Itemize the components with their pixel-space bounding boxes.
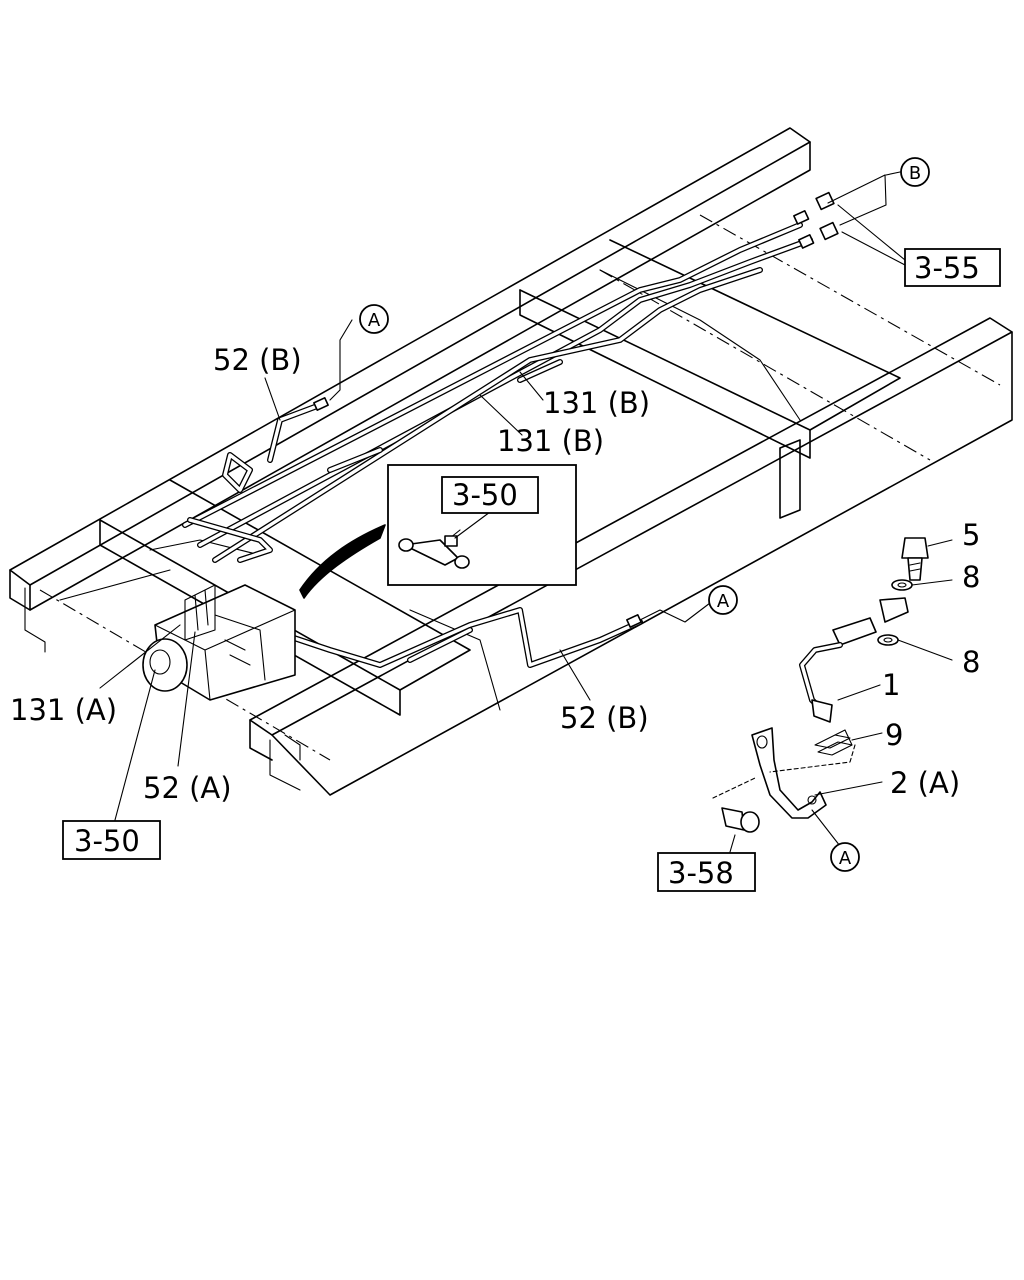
callouts: 5 8 8 1 9 2 (A) 52 (B) 52 (B) 52 (A) 131…: [10, 343, 980, 805]
washer-lower: [877, 634, 899, 646]
callout-8-upper: 8: [962, 560, 980, 594]
ref-box-3-55: [904, 248, 1001, 287]
marker-b: B: [909, 163, 921, 184]
washer-upper: [891, 579, 913, 591]
marker-a-top: A: [368, 310, 381, 331]
callout-131b-lower: 131 (B): [497, 424, 604, 458]
callout-52b-bottom: 52 (B): [560, 701, 649, 735]
eye-bolt: [901, 537, 929, 581]
circle-markers: B A A A: [359, 157, 930, 872]
brake-hose: [799, 597, 909, 723]
abs-modulator-unit: [142, 584, 296, 701]
brake-pipes: [182, 191, 839, 668]
callout-52b-top: 52 (B): [213, 343, 302, 377]
callout-9: 9: [885, 718, 903, 752]
ref-box-3-58: [657, 852, 756, 892]
ref-3-55: 3-55: [914, 251, 980, 285]
spring-clip: [814, 729, 853, 756]
ref-3-58: 3-58: [668, 856, 734, 890]
reference-boxes: 3-55 3-50 3-50 3-58: [62, 248, 1001, 892]
marker-a-bracket: A: [839, 848, 852, 869]
bracket-bolt: [721, 807, 760, 833]
ref-3-50-inset: 3-50: [452, 478, 518, 512]
callout-8-lower: 8: [962, 645, 980, 679]
ref-box-3-50-inset: [441, 476, 539, 514]
ref-3-50-bottom: 3-50: [74, 824, 140, 858]
ref-box-3-50-bottom: [62, 820, 161, 860]
exploded-parts: [712, 537, 929, 833]
chassis-frame: [9, 127, 1013, 796]
callout-2a: 2 (A): [890, 766, 960, 800]
callout-1: 1: [882, 668, 900, 702]
hose-bracket: [751, 727, 827, 819]
callout-131b-upper: 131 (B): [543, 386, 650, 420]
callout-5: 5: [962, 518, 980, 552]
callout-52a: 52 (A): [143, 771, 232, 805]
callout-131a: 131 (A): [10, 693, 117, 727]
leader-lines: [99, 171, 953, 853]
marker-a-right: A: [717, 591, 730, 612]
